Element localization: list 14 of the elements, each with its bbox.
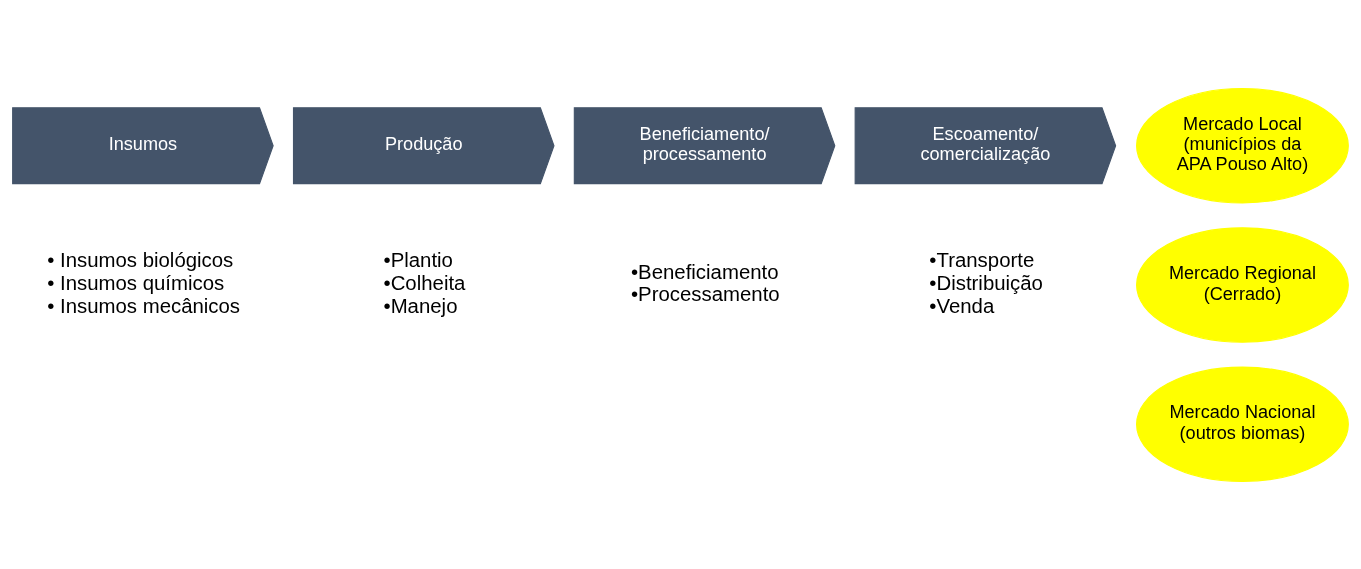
node-label: •Venda bbox=[929, 294, 995, 317]
node-label: •Manejo bbox=[383, 294, 458, 317]
node-ellipse: Mercado Local (municípios da APA Pouso Alto) bbox=[1136, 87, 1349, 203]
node-label: •Colheita bbox=[383, 271, 466, 294]
node-label: •Beneficiamento bbox=[630, 260, 779, 283]
node-ellipse: Mercado Nacional (outros biomas) bbox=[1136, 366, 1349, 482]
node-label: •Plantio bbox=[383, 248, 453, 271]
node-label: •Distribuição bbox=[929, 271, 1043, 294]
node-label: • Insumos mecânicos bbox=[47, 294, 241, 317]
node-ellipse: Mercado Regional (Cerrado) bbox=[1136, 226, 1349, 343]
node-label: • Insumos biológicos bbox=[47, 248, 234, 271]
node-label: •Processamento bbox=[630, 282, 780, 305]
node-label: • Insumos químicos bbox=[47, 271, 225, 294]
node-label: •Transporte bbox=[929, 248, 1035, 271]
